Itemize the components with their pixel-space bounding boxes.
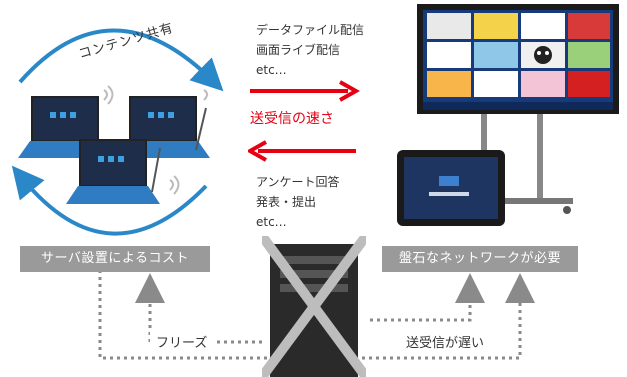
sync-arc-top — [18, 28, 224, 92]
top-caption-line1: データファイル配信 — [256, 23, 365, 37]
bottom-caption-line2: 発表・提出 — [256, 195, 317, 209]
top-caption-line3: etc… — [256, 63, 287, 77]
top-caption: データファイル配信 画面ライブ配信 etc… — [256, 20, 364, 80]
server-cost-tag: サーバ設置によるコスト — [20, 246, 210, 272]
bottom-caption-line3: etc… — [256, 215, 287, 229]
slow-transfer-label: 送受信が遅い — [400, 332, 491, 351]
interactive-display-icon — [397, 4, 619, 226]
bottom-caption: アンケート回答 発表・提出 etc… — [256, 172, 340, 232]
top-caption-line2: 画面ライブ配信 — [256, 43, 341, 57]
freeze-label: フリーズ — [150, 332, 214, 351]
network-required-tag: 盤石なネットワークが必要 — [382, 246, 578, 272]
bottom-caption-line1: アンケート回答 — [256, 175, 340, 189]
transfer-speed-label: 送受信の速さ — [250, 111, 334, 127]
server-crossed-out-icon — [262, 236, 366, 377]
sync-arc-bottom — [11, 165, 208, 236]
laptop-icon-center — [66, 139, 180, 204]
red-arrow-right — [250, 80, 360, 102]
red-arrow-left — [248, 140, 356, 162]
laptop-cluster — [0, 0, 230, 245]
